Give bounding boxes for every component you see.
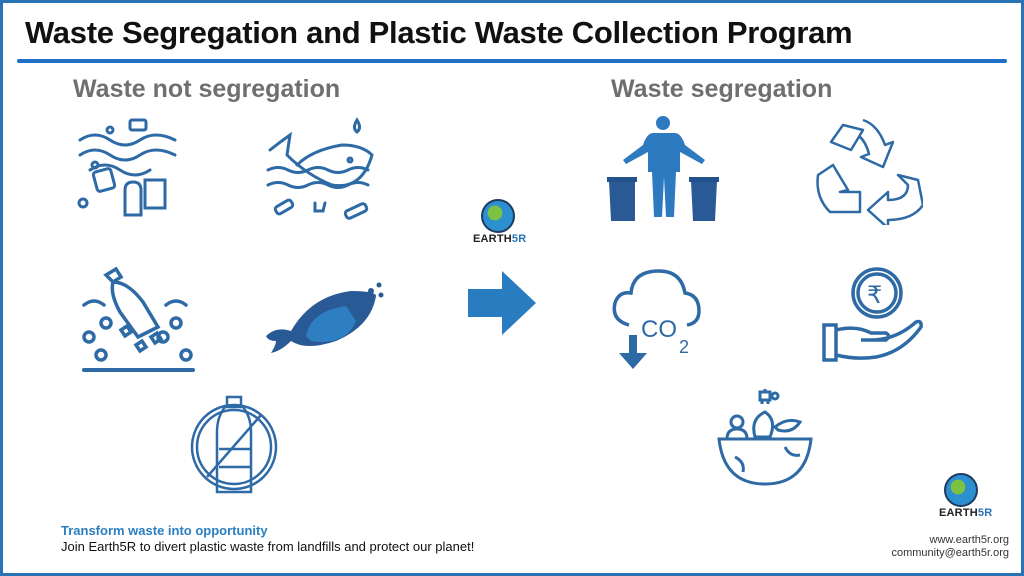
logo-name-suffix: 5R	[511, 233, 527, 245]
globe-icon	[481, 199, 515, 233]
logo-name-prefix: EARTH	[473, 233, 512, 245]
footer-tagline: Transform waste into opportunity	[61, 523, 268, 538]
person-sorting-bins-icon	[607, 113, 719, 223]
left-section-heading: Waste not segregation	[73, 75, 341, 103]
earth5r-logo-center: EARTH5R	[473, 199, 527, 245]
whale-plastic-icon	[265, 115, 377, 225]
earth5r-logo-footer: EARTH5R	[939, 473, 992, 519]
fish-plastic-icon	[261, 281, 386, 371]
recycle-icon	[803, 115, 923, 225]
email-link[interactable]: community@earth5r.org	[891, 547, 1009, 559]
svg-text:₹: ₹	[867, 281, 882, 309]
ocean-debris-icon	[75, 115, 185, 225]
rupee-hand-icon: ₹	[819, 265, 924, 370]
footer-description: Join Earth5R to divert plastic waste fro…	[61, 539, 475, 554]
logo-name-suffix: 5R	[977, 507, 993, 519]
title-underline	[17, 59, 1007, 63]
bottle-microplastics-icon	[81, 265, 196, 375]
no-plastic-bottle-icon	[189, 389, 279, 499]
logo-name-prefix: EARTH	[939, 507, 978, 519]
page-title: Waste Segregation and Plastic Waste Coll…	[25, 15, 853, 50]
co2-reduction-icon: CO 2	[609, 265, 709, 377]
right-arrow-icon	[468, 271, 536, 335]
ecosystem-bowl-icon	[715, 387, 815, 492]
website-link[interactable]: www.earth5r.org	[929, 534, 1009, 546]
globe-icon	[944, 473, 978, 507]
svg-text:2: 2	[679, 337, 689, 357]
svg-text:CO: CO	[641, 316, 677, 343]
right-section-heading: Waste segregation	[611, 75, 833, 103]
contact-info: www.earth5r.org community@earth5r.org	[891, 534, 1009, 560]
